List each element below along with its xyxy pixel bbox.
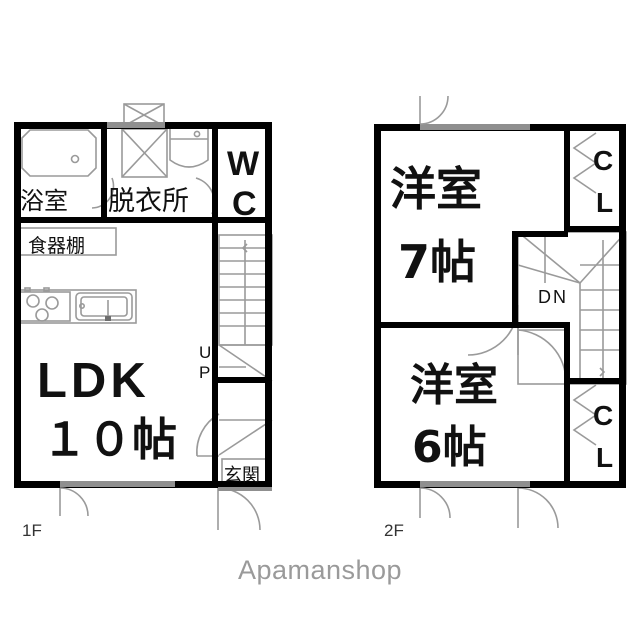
closet-upper-fold-2: [572, 162, 597, 194]
stove-burner-1: [26, 294, 40, 308]
1f-wall-right: [265, 122, 272, 488]
wash-basin-icon: [169, 127, 209, 168]
room-label-dressing-room: 脱衣所: [108, 186, 189, 217]
room7-door-swing: [467, 304, 519, 356]
room-label-western-7: 洋室: [390, 162, 482, 216]
1f-wall-genkan-left: [212, 383, 218, 488]
stairs-down-label: DN: [538, 287, 568, 307]
dressing-door-swing: [195, 177, 216, 215]
room-label-western-6: 洋室: [410, 360, 498, 411]
kitchen-sink-inner: [80, 296, 128, 317]
1f-wall-left: [14, 122, 21, 488]
2f-openings: [419, 95, 530, 519]
room-label-ldk: LDK: [37, 354, 150, 408]
stairs-up-label-u: U: [199, 343, 211, 362]
1f-wall-stair-left: [212, 223, 218, 383]
room-label-toilet-w: W: [227, 145, 260, 183]
stair-down-arrow: [599, 367, 606, 377]
stove-icon: [19, 291, 71, 322]
2f-wall-hall-top: [512, 231, 568, 237]
bathroom-door-swing: [91, 177, 115, 209]
watermark: Apamanshop: [237, 555, 403, 585]
bathtub-drain-icon: [70, 154, 80, 164]
2f-wall-closet-lower-top: [564, 378, 626, 384]
room-label-bathroom: 浴室: [20, 187, 68, 215]
washer-x2: [121, 128, 168, 178]
room-label-toilet-c: C: [232, 185, 257, 223]
room-label-western-7-size: 7帖: [398, 235, 476, 289]
winder-2f-b: [517, 264, 581, 284]
floor-1f-group: 浴室 脱衣所 W C 食器棚 LDK １０帖 U P 玄関 1F: [14, 103, 273, 540]
stairs-up-label-p: P: [199, 363, 210, 382]
winder-2f-a: [517, 231, 581, 284]
winder-diag-1: [218, 344, 273, 382]
floor-2f-group: 洋室 7帖 洋室 6帖 C L C L DN 2F: [374, 95, 627, 540]
stair-up-arrow: [242, 243, 248, 253]
basin-faucet-icon: [193, 130, 201, 138]
1f-wall-wc-bottom: [212, 217, 272, 223]
2f-wall-room7-right: [512, 231, 518, 328]
room-label-cupboard: 食器棚: [28, 235, 85, 257]
2f-wall-right: [619, 124, 626, 488]
floor-label-1f: 1F: [22, 521, 42, 540]
1f-wall-bath-right: [101, 122, 107, 220]
closet-upper-fold-1: [572, 132, 597, 164]
1f-wall-wc-left: [212, 122, 218, 220]
1f-window-top: [107, 122, 165, 128]
2f-wall-left: [374, 124, 381, 488]
2f-wall-closet-upper-bottom: [564, 226, 626, 232]
closet-upper-label-c: C: [593, 145, 613, 176]
closet-lower-label-c: C: [593, 400, 613, 431]
room-label-ldk-size: １０帖: [42, 413, 177, 466]
room6-door-swing: [517, 329, 567, 383]
room-label-western-6-size: 6帖: [412, 422, 487, 473]
2f-window-bottom: [420, 481, 530, 487]
2f-wall-closet-upper-left: [564, 124, 570, 232]
2f-door-swing-bottom: [419, 487, 451, 519]
sink-faucet-icon: [79, 302, 86, 309]
1f-window-bottom: [60, 481, 175, 487]
1f-wall-stair-bottom: [212, 377, 272, 383]
2f-wall-room6-right: [564, 328, 570, 488]
genkan-step-diag: [218, 419, 273, 456]
1f-openings: [59, 122, 272, 531]
floor-label-2f: 2F: [384, 521, 404, 540]
kitchen-sink-icon: [75, 292, 133, 321]
closet-upper-label-l: L: [596, 187, 613, 218]
closet-lower-label-l: L: [596, 442, 613, 473]
closet-lower-fold-2: [572, 414, 597, 446]
2f-door-swing-top: [419, 95, 449, 125]
stove-knob-2: [43, 287, 50, 292]
genkan-threshold: [218, 487, 272, 491]
stair-outline-2f: [517, 231, 627, 385]
hall-door-swing: [517, 487, 559, 529]
2f-wall-mid: [374, 322, 570, 328]
stove-burner-3: [35, 308, 49, 322]
1f-wall-wet-bottom: [14, 217, 219, 223]
room-label-entrance: 玄関: [224, 465, 260, 486]
2f-window-top: [420, 124, 530, 130]
closet-lower-fold-1: [572, 384, 597, 416]
stove-burner-2: [45, 296, 59, 310]
1f-door-swing-left: [59, 487, 89, 517]
stove-knob-1: [24, 287, 31, 292]
bathtub-icon: [21, 129, 97, 177]
genkan-entry-swing: [217, 487, 261, 531]
sink-drain: [105, 316, 111, 321]
